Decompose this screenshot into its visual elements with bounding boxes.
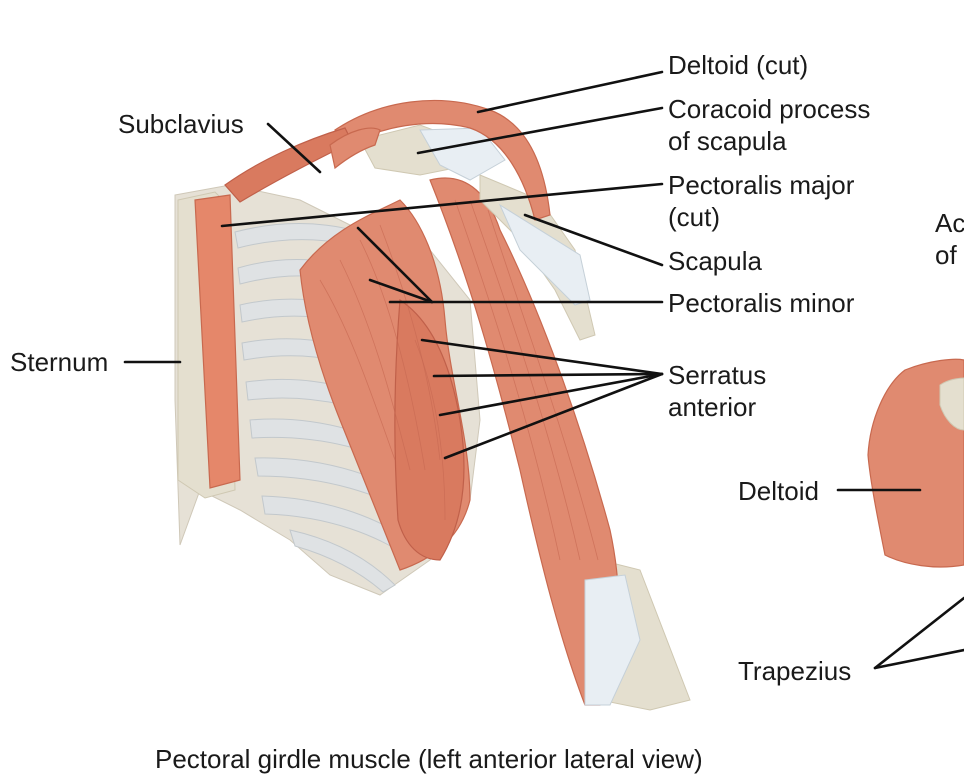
leader-coracoid [416, 106, 664, 155]
muscle-fibers [319, 224, 446, 521]
subclavius-muscle [224, 127, 353, 203]
leader-pect-minor-b [368, 278, 434, 304]
leader-pect-minor-a [356, 226, 434, 304]
costal-cartilage [194, 194, 241, 489]
label-partial-right-line2: of [935, 240, 957, 270]
label-coracoid-line2: of scapula [668, 126, 787, 156]
label-serratus-line2: anterior [668, 392, 756, 422]
leader-serratus-a [420, 338, 664, 376]
serratus-anterior-muscle [394, 298, 465, 561]
leader-lines [123, 70, 964, 670]
biceps-tendon [584, 574, 641, 706]
leader-serratus-d [443, 372, 664, 460]
leader-scapula [523, 213, 664, 267]
leader-trapezius-a [873, 596, 964, 670]
label-pect-minor: Pectoralis minor [668, 288, 855, 318]
label-partial-right-line1: Ac [935, 208, 964, 238]
leader-trapezius-b [873, 648, 964, 670]
figure-caption: Pectoral girdle muscle (left anterior la… [155, 744, 703, 774]
label-pect-major-line2: (cut) [668, 202, 720, 232]
acromion-right [939, 377, 964, 431]
clavicle-region [329, 127, 381, 170]
leader-serratus-c [438, 372, 664, 417]
label-coracoid-line1: Coracoid process [668, 94, 870, 124]
deltoid-right-muscle [867, 358, 964, 568]
label-deltoid: Deltoid [738, 476, 819, 506]
label-deltoid-cut: Deltoid (cut) [668, 50, 808, 80]
leader-deltoid-cut [476, 70, 664, 114]
leader-serratus-b [432, 372, 664, 378]
leader-subclavius [266, 122, 322, 174]
deltoid-cut-muscle [334, 99, 551, 221]
label-subclavius: Subclavius [118, 109, 244, 139]
leader-pect-major [220, 182, 664, 228]
label-trapezius: Trapezius [738, 656, 851, 686]
label-sternum: Sternum [10, 347, 108, 377]
label-pect-major-line1: Pectoralis major [668, 170, 855, 200]
label-scapula: Scapula [668, 246, 762, 276]
label-serratus-line1: Serratus [668, 360, 766, 390]
